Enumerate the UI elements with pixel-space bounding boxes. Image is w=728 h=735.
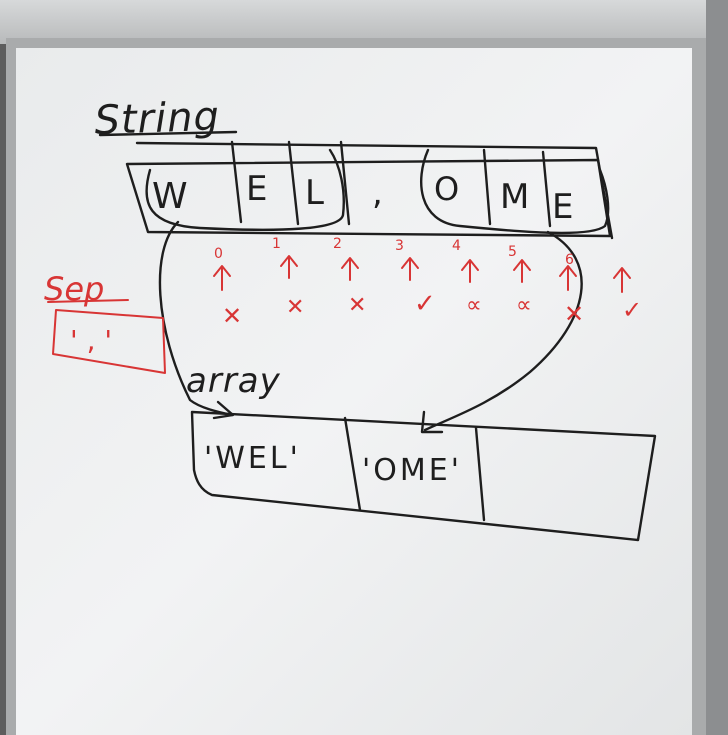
right-wall	[706, 0, 728, 735]
sep-label: Sep	[44, 270, 104, 308]
string-char-3: ,	[372, 173, 383, 213]
pointer-arrow	[280, 255, 298, 279]
index-0: 0	[214, 246, 223, 262]
array-cell-divider	[343, 416, 362, 512]
arrow-to-array-cell-2	[423, 230, 583, 432]
array-label: array	[186, 361, 281, 401]
mark-6: ✕	[564, 300, 584, 328]
mark-2: ✕	[348, 293, 366, 318]
string-char-0: W	[152, 176, 188, 217]
index-6: 6	[565, 252, 574, 268]
string-cell-divider	[482, 148, 492, 226]
mark-3: ✓	[414, 289, 436, 319]
title-underline	[98, 130, 238, 137]
string-char-4: O	[434, 170, 459, 208]
string-box-outline	[125, 158, 612, 238]
pointer-arrow	[613, 267, 631, 293]
pointer-arrow	[513, 259, 531, 283]
index-5: 5	[508, 244, 517, 260]
pointer-arrow	[401, 257, 419, 281]
group-loop-right	[420, 148, 610, 235]
array-cell-divider	[474, 426, 486, 522]
string-cell-divider	[230, 140, 243, 224]
sep-value: ' , '	[70, 324, 112, 357]
pointer-arrow	[341, 257, 359, 281]
array-value-1: 'OME'	[362, 453, 462, 488]
index-3: 3	[395, 238, 404, 254]
string-cell-divider	[541, 150, 552, 228]
string-title: String	[94, 94, 221, 144]
arrow-head	[420, 410, 444, 434]
mark-4: ∝	[466, 293, 482, 318]
string-char-2: L	[305, 173, 324, 213]
board-ledge	[0, 0, 728, 44]
array-value-0: 'WEL'	[204, 441, 301, 476]
mark-5: ∝	[516, 293, 532, 318]
whiteboard-surface	[16, 48, 692, 735]
sep-underline	[47, 299, 129, 303]
pointer-arrow	[461, 259, 479, 283]
mark-0: ✕	[222, 302, 242, 330]
string-char-1: E	[246, 169, 267, 209]
sep-box	[52, 309, 166, 374]
arrow-to-array-cell-1	[158, 220, 234, 417]
group-loop-left	[145, 148, 345, 231]
string-cell-divider	[287, 140, 300, 226]
mark-7: ✓	[622, 296, 642, 324]
mark-1: ✕	[286, 295, 304, 320]
index-2: 2	[333, 236, 342, 252]
index-4: 4	[452, 238, 461, 254]
pointer-arrow	[213, 265, 231, 291]
string-char-5: M	[500, 177, 529, 217]
string-char-6: E	[552, 187, 573, 227]
string-cell-divider	[339, 140, 351, 226]
index-1: 1	[272, 236, 281, 252]
pointer-arrow	[559, 265, 577, 291]
array-box-outline	[190, 410, 657, 542]
